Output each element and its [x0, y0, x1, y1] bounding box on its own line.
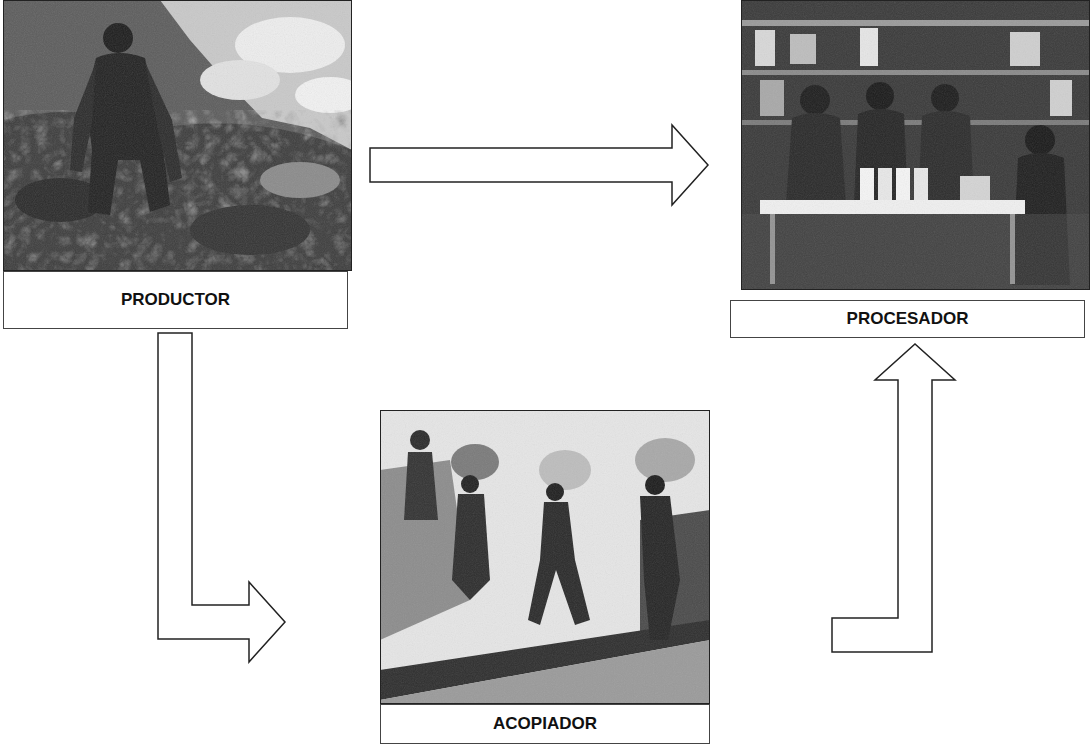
farmer-photo-part — [3, 0, 352, 271]
porters-photo-part — [380, 410, 710, 704]
node-label: ACOPIADOR — [380, 704, 710, 744]
porters-photo — [380, 410, 710, 704]
photo-area — [730, 0, 1088, 300]
block-arrow — [832, 344, 955, 652]
porters-photo-part — [380, 410, 710, 704]
farmer-photo — [3, 0, 352, 271]
collector-node: ACOPIADOR — [380, 410, 710, 744]
block-arrow — [158, 333, 285, 662]
farmer-photo-part — [4, 1, 352, 271]
node-label: PROCESADOR — [730, 300, 1085, 338]
workshop-photo — [741, 0, 1090, 290]
porters-photo-part — [381, 411, 710, 704]
workshop-photo-part — [742, 1, 1090, 290]
block-arrow — [370, 125, 708, 205]
producer-node: PRODUCTOR — [3, 0, 352, 329]
farmer-photo-part — [3, 0, 352, 271]
workshop-photo-part — [741, 0, 1090, 290]
photo-area — [3, 0, 352, 271]
workshop-photo-part — [741, 0, 1090, 290]
processor-node: PROCESADOR — [730, 0, 1088, 338]
photo-area — [380, 410, 710, 704]
node-label: PRODUCTOR — [3, 271, 348, 329]
